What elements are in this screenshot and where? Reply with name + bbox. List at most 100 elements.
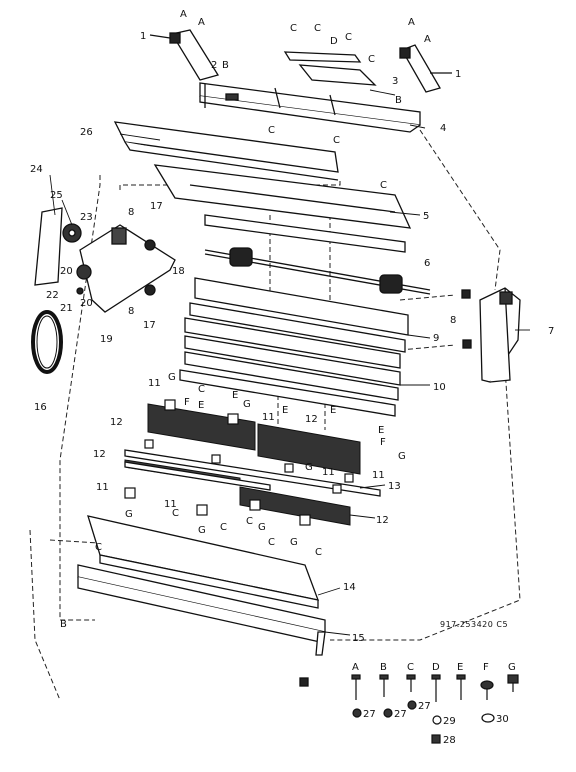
callout-12: 12: [305, 414, 318, 425]
callout-23: 23: [80, 212, 93, 223]
callout-11: 11: [262, 412, 275, 423]
callout-12: 12: [93, 449, 106, 460]
callout-22: 22: [46, 290, 59, 301]
screw-b-icon: [379, 674, 389, 697]
svg-text:G: G: [125, 509, 133, 520]
callout-2: 2: [211, 60, 217, 71]
bar-13: [124, 449, 381, 497]
mounting-clips: [124, 399, 354, 526]
callout-24: 24: [30, 164, 43, 175]
svg-text:G: G: [198, 525, 206, 536]
callout-17: 17: [150, 201, 163, 212]
svg-text:G: G: [243, 399, 251, 410]
main-frame-bar: [199, 82, 421, 133]
svg-text:E: E: [198, 400, 204, 411]
screw-a-icon: [351, 674, 361, 700]
svg-text:A: A: [408, 17, 415, 28]
callout-11: 11: [96, 482, 109, 493]
right-side-bracket: [461, 287, 521, 383]
nut-27-icon: [383, 708, 393, 718]
svg-text:A: A: [180, 9, 187, 20]
top-bracket-right: [399, 44, 452, 93]
callout-labels: 1 1 2 3 4 5 6 7 8 8 8 9 10 11 11 11 11 1…: [30, 31, 554, 644]
deflector-14: [87, 515, 320, 609]
callout-12: 12: [376, 515, 389, 526]
left-side-plate: [34, 207, 176, 313]
callout-19: 19: [100, 334, 113, 345]
svg-text:D: D: [330, 36, 338, 47]
svg-text:C: C: [268, 125, 275, 136]
callout-14: 14: [343, 582, 356, 593]
svg-text:C: C: [198, 384, 205, 395]
svg-text:B: B: [380, 662, 387, 673]
roller-shaft: [204, 247, 431, 295]
callout-8: 8: [128, 207, 134, 218]
nut-27-icon: [352, 708, 362, 718]
callout-7: 7: [548, 326, 554, 337]
svg-text:27: 27: [363, 709, 376, 720]
callout-12: 12: [110, 417, 123, 428]
fastener-letters: A A A A B B B C C C C C C C C C C C C C …: [60, 9, 431, 630]
plate-10: [179, 317, 401, 417]
svg-text:E: E: [232, 390, 238, 401]
panel-5: [153, 164, 412, 253]
svg-text:G: G: [398, 451, 406, 462]
svg-text:27: 27: [418, 701, 431, 712]
svg-text:C: C: [290, 23, 297, 34]
svg-text:B: B: [395, 95, 402, 106]
legend-labels: A B C D E F G 27 27 27 29 30 28: [352, 662, 516, 746]
svg-text:F: F: [184, 397, 190, 408]
callout-17: 17: [143, 320, 156, 331]
callout-1: 1: [140, 31, 146, 42]
callout-25: 25: [50, 190, 63, 201]
screw-f-icon: [480, 680, 494, 700]
screw-e-icon: [456, 674, 466, 700]
callout-4: 4: [440, 123, 446, 134]
callout-18: 18: [172, 266, 185, 277]
callout-5: 5: [423, 211, 429, 222]
callout-11: 11: [322, 467, 335, 478]
svg-text:A: A: [198, 17, 205, 28]
callout-21: 21: [60, 303, 73, 314]
svg-text:F: F: [380, 437, 386, 448]
svg-text:C: C: [315, 547, 322, 558]
callout-3: 3: [392, 76, 398, 87]
callout-20: 20: [80, 298, 93, 309]
svg-text:29: 29: [443, 716, 456, 727]
svg-text:A: A: [352, 662, 359, 673]
svg-text:C: C: [345, 32, 352, 43]
clip-28-icon: [431, 734, 441, 744]
svg-text:30: 30: [496, 714, 509, 725]
svg-text:C: C: [407, 662, 414, 673]
svg-text:27: 27: [394, 709, 407, 720]
drive-belt: [31, 310, 63, 374]
svg-text:C: C: [172, 508, 179, 519]
screw-d-icon: [431, 674, 441, 702]
callout-6: 6: [424, 258, 430, 269]
svg-text:E: E: [282, 405, 288, 416]
svg-text:B: B: [222, 60, 229, 71]
callout-13: 13: [388, 481, 401, 492]
svg-text:G: G: [168, 372, 176, 383]
callout-15: 15: [352, 633, 365, 644]
bottom-bar-15: [77, 564, 326, 687]
svg-text:C: C: [368, 54, 375, 65]
svg-text:C: C: [268, 537, 275, 548]
callout-11: 11: [372, 470, 385, 481]
nut-27-icon: [407, 700, 417, 710]
washer-29-icon: [432, 715, 442, 725]
leader-lines: [49, 89, 530, 636]
svg-text:A: A: [424, 34, 431, 45]
washer-30-icon: [481, 713, 495, 723]
plate-9: [189, 277, 409, 353]
svg-text:C: C: [246, 516, 253, 527]
callout-20: 20: [60, 266, 73, 277]
svg-text:E: E: [378, 425, 384, 436]
top-cross-bar: [283, 51, 377, 86]
svg-text:G: G: [258, 522, 266, 533]
fastener-legend: [351, 674, 519, 744]
svg-text:G: G: [305, 462, 313, 473]
svg-text:D: D: [432, 662, 440, 673]
svg-text:28: 28: [443, 735, 456, 746]
